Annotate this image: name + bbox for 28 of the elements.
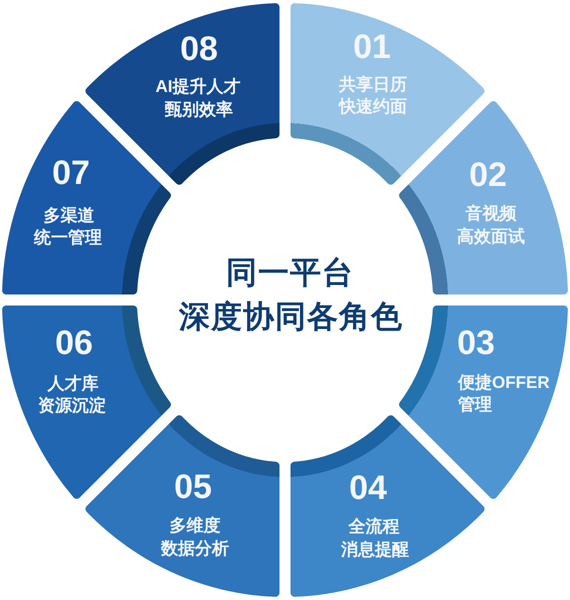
step-label: 便捷OFFER管理 (458, 372, 551, 416)
step-number: 02 (469, 157, 507, 193)
step-label: 高效面试 (457, 226, 525, 248)
step-label: 资源沉淀 (38, 395, 106, 417)
step-label: 全流程 (348, 516, 400, 538)
step-label: 快速约面 (339, 96, 407, 118)
ring-segment (290, 415, 485, 597)
ring-segment (85, 415, 280, 597)
step-number: 06 (55, 325, 93, 361)
step-number: 07 (52, 155, 90, 191)
center-heading: 深度协同各角色 (179, 298, 403, 336)
step-label: AI提升人才 (156, 76, 240, 98)
ring-segment (2, 305, 171, 499)
step-number: 05 (174, 469, 212, 505)
step-label: 消息提醒 (341, 539, 409, 561)
step-number: 08 (180, 31, 218, 67)
center-heading: 同一平台 (226, 254, 354, 292)
step-label: 共享日历 (339, 74, 407, 96)
step-number: 01 (353, 29, 391, 65)
step-label: 人才库 (48, 373, 98, 395)
step-label: 甄别效率 (165, 99, 233, 121)
step-label: 多渠道 (44, 205, 94, 227)
step-label: 数据分析 (161, 538, 229, 560)
step-label: 统一管理 (34, 227, 102, 249)
step-number: 04 (349, 470, 387, 506)
step-label: 音视频 (466, 203, 516, 225)
step-number: 03 (457, 325, 495, 361)
step-label: 多维度 (170, 515, 220, 537)
